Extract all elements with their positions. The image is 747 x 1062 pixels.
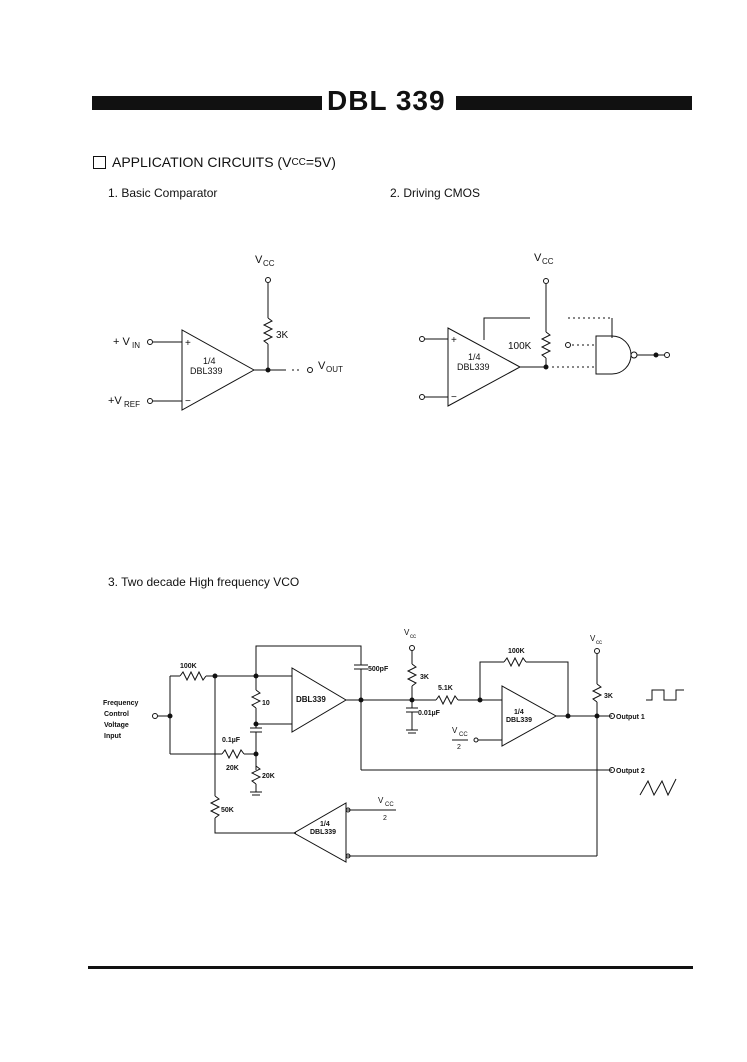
c1-vcc-sub: CC	[263, 259, 275, 268]
c3-opamp-c-icon	[292, 802, 347, 863]
c3-r100k-a-label: 100K	[180, 663, 197, 670]
c3-vcc-a-sub: cc	[410, 634, 416, 640]
c3-opamp-b-icon	[501, 685, 558, 747]
c3-chip-a: DBL339	[296, 695, 326, 704]
section-title: APPLICATION CIRCUITS (V	[112, 154, 292, 170]
c3-r51k-icon	[435, 694, 459, 706]
section-heading: APPLICATION CIRCUITS (V CC =5V)	[93, 154, 336, 170]
c3-r20k-b-icon	[250, 765, 262, 785]
section-title-sub: CC	[291, 156, 306, 168]
c1-plus: +	[185, 338, 191, 349]
c3-triangle-wave-icon	[639, 778, 677, 797]
c3-chip-c1: 1/4	[320, 821, 330, 828]
c3-vcc-half-sub: CC	[459, 732, 468, 738]
c1-vref-label: +V	[108, 395, 122, 407]
c3-vcc-half2-sub: CC	[385, 802, 394, 808]
c2-minus: −	[451, 392, 457, 403]
c3-r3k-b-icon	[591, 683, 603, 703]
caption-driving-cmos: 2. Driving CMOS	[390, 186, 481, 200]
c2-chip-frac: 1/4	[468, 352, 481, 362]
c3-c500-label: 500pF	[368, 666, 389, 673]
circuit-basic-comparator: V CC 3K + − 1/4 DBL339 + V IN +V REF V O…	[108, 254, 343, 411]
c3-half2: 2	[383, 815, 387, 822]
caption-vco: 3. Two decade High frequency VCO	[108, 575, 300, 589]
c1-chip-frac: 1/4	[203, 356, 216, 366]
c1-vout-label: V	[318, 360, 326, 372]
c3-r100k-b-label: 100K	[508, 648, 525, 655]
header-bar-right	[456, 96, 692, 110]
c3-chip-b1: 1/4	[514, 709, 524, 716]
c1-vcc-label: V	[255, 254, 263, 266]
c1-vcc-terminal	[265, 277, 271, 283]
c3-input-3: Voltage	[104, 722, 129, 729]
section-title-suffix: =5V)	[305, 154, 336, 170]
header-bar-left	[92, 96, 322, 110]
c1-vout-sub: OUT	[326, 365, 343, 374]
c3-vcc-half: V	[452, 726, 458, 735]
c2-res-label: 100K	[508, 341, 532, 352]
c3-chip-b2: DBL339	[506, 717, 532, 724]
checkbox-icon	[93, 155, 106, 169]
c3-r51k-label: 5.1K	[438, 685, 453, 692]
c2-chip-name: DBL339	[457, 362, 490, 372]
c3-vcc-b-sub: cc	[596, 640, 602, 646]
circuit-vco: Frequency Control Voltage Input 100K 500…	[103, 628, 684, 863]
c3-r3k-b-label: 3K	[604, 693, 613, 700]
c2-plus: +	[451, 335, 457, 346]
c1-vin-label: + V	[113, 336, 130, 348]
c3-r20k-b-label: 20K	[262, 773, 275, 780]
caption-basic-comparator: 1. Basic Comparator	[108, 186, 218, 200]
circuit-driving-cmos: V CC 100K + − 1/4 DBL339	[419, 252, 670, 407]
c3-c001-label: 0.01µF	[418, 710, 441, 717]
c3-vcc-half2: V	[378, 796, 384, 805]
c3-chip-c2: DBL339	[310, 829, 336, 836]
c3-square-wave-icon	[646, 689, 684, 701]
footer-rule	[88, 966, 693, 969]
c2-vcc-sub: CC	[542, 257, 554, 266]
c3-half: 2	[457, 744, 461, 751]
c3-opamp-a-icon	[291, 667, 347, 733]
c1-vref-sub: REF	[124, 400, 140, 409]
c3-r20k-a-icon	[221, 748, 245, 760]
c1-opamp-icon	[181, 329, 256, 411]
c2-nand-gate-icon	[595, 335, 632, 375]
c2-vcc-label: V	[534, 252, 542, 264]
c1-minus: −	[185, 396, 191, 407]
c3-r3k-a-icon	[406, 663, 418, 687]
c1-res-label: 3K	[276, 330, 289, 341]
c2-opamp-icon	[447, 327, 522, 407]
c3-out2-label: Output 2	[616, 768, 645, 775]
c3-c01-label: 0.1µF	[222, 737, 241, 744]
c3-input-2: Control	[104, 711, 129, 718]
c3-r10-icon	[250, 689, 262, 709]
c3-vcc-a: V	[404, 628, 410, 637]
page-title: DBL 339	[327, 85, 446, 116]
c3-r50k-icon	[209, 795, 221, 819]
c2-resistor-icon	[540, 331, 552, 359]
c3-out1-label: Output 1	[616, 714, 645, 721]
c1-chip-name: DBL339	[190, 366, 223, 376]
c3-vcc-b: V	[590, 634, 596, 643]
c3-r10-label: 10	[262, 700, 270, 707]
c3-r3k-a-label: 3K	[420, 674, 429, 681]
c1-resistor-icon	[262, 317, 274, 345]
c3-input-1: Frequency	[103, 700, 139, 707]
c3-r100k-b-icon	[503, 656, 527, 668]
c3-r100k-a-icon	[179, 670, 207, 682]
c3-r50k-label: 50K	[221, 807, 234, 814]
c1-vin-sub: IN	[132, 341, 140, 350]
c3-r20k-a-label: 20K	[226, 765, 239, 772]
c3-input-4: Input	[104, 733, 122, 740]
